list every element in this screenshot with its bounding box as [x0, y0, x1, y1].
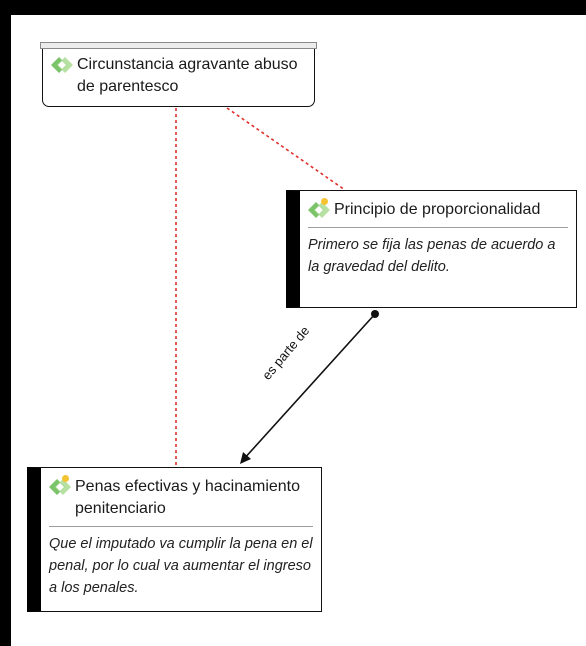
- node-top-bar: [40, 42, 317, 49]
- node-title: Penas efectivas y hacinamiento penitenci…: [75, 478, 301, 517]
- concept-node-agravante[interactable]: Circunstancia agravante abuso de parente…: [40, 42, 317, 107]
- green-diamond-icon: [308, 198, 330, 219]
- relation-arrowhead: [240, 452, 251, 464]
- green-diamond-icon: [49, 475, 71, 496]
- dotted-link-agravante-proporcionalidad: [226, 107, 346, 191]
- node-title: Principio de proporcionalidad: [334, 201, 541, 218]
- links-layer: [175, 107, 379, 467]
- green-diamond-icon: [51, 56, 73, 74]
- yellow-dot-icon: [62, 475, 69, 482]
- concept-map-canvas: es parte de Circunstancia agravante abus…: [11, 15, 586, 646]
- node-divider: [49, 526, 313, 527]
- node-divider: [308, 227, 568, 228]
- relation-line-es-parte-de[interactable]: [242, 313, 376, 461]
- relation-origin-dot: [371, 310, 379, 318]
- node-description: Primero se fija las penas de acuerdo a l…: [308, 237, 556, 275]
- concept-node-proporcionalidad[interactable]: Principio de proporcionalidad Primero se…: [286, 190, 577, 308]
- concept-node-penas[interactable]: Penas efectivas y hacinamiento penitenci…: [27, 467, 322, 612]
- yellow-dot-icon: [321, 198, 328, 205]
- node-title: Circunstancia agravante abuso de parente…: [77, 56, 298, 95]
- node-description: Que el imputado va cumplir la pena en el…: [49, 536, 313, 596]
